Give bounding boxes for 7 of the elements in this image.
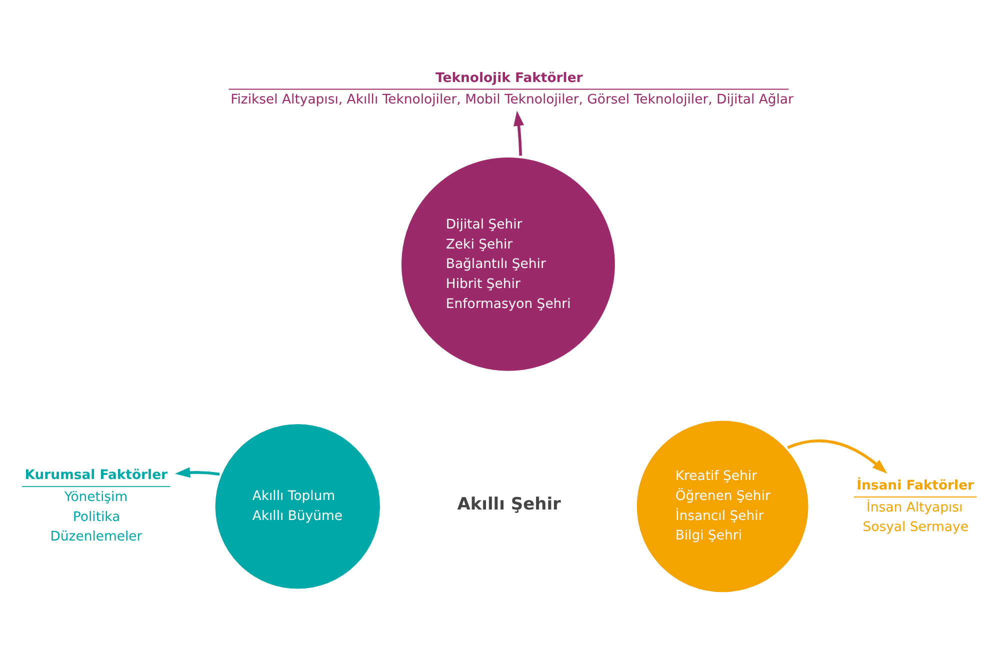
node-text: Kurumsal Faktörler Yönetişim Politika Düzenlemeler <box>24 468 168 545</box>
node-text: Teknolojik Faktörler Fiziksel Altyapısı, Akıllı Teknolojiler, Mobil Teknolojiler, Görsel Teknolojiler, Dijital Ağlar <box>230 70 794 108</box>
node-text: İnsani Faktörler İnsan Altyapısı Sosyal Sermaye <box>856 478 974 536</box>
node-text: Akıllı Şehir <box>457 494 561 515</box>
arrow <box>514 110 524 156</box>
arrow <box>174 467 220 478</box>
arrow <box>787 439 888 474</box>
